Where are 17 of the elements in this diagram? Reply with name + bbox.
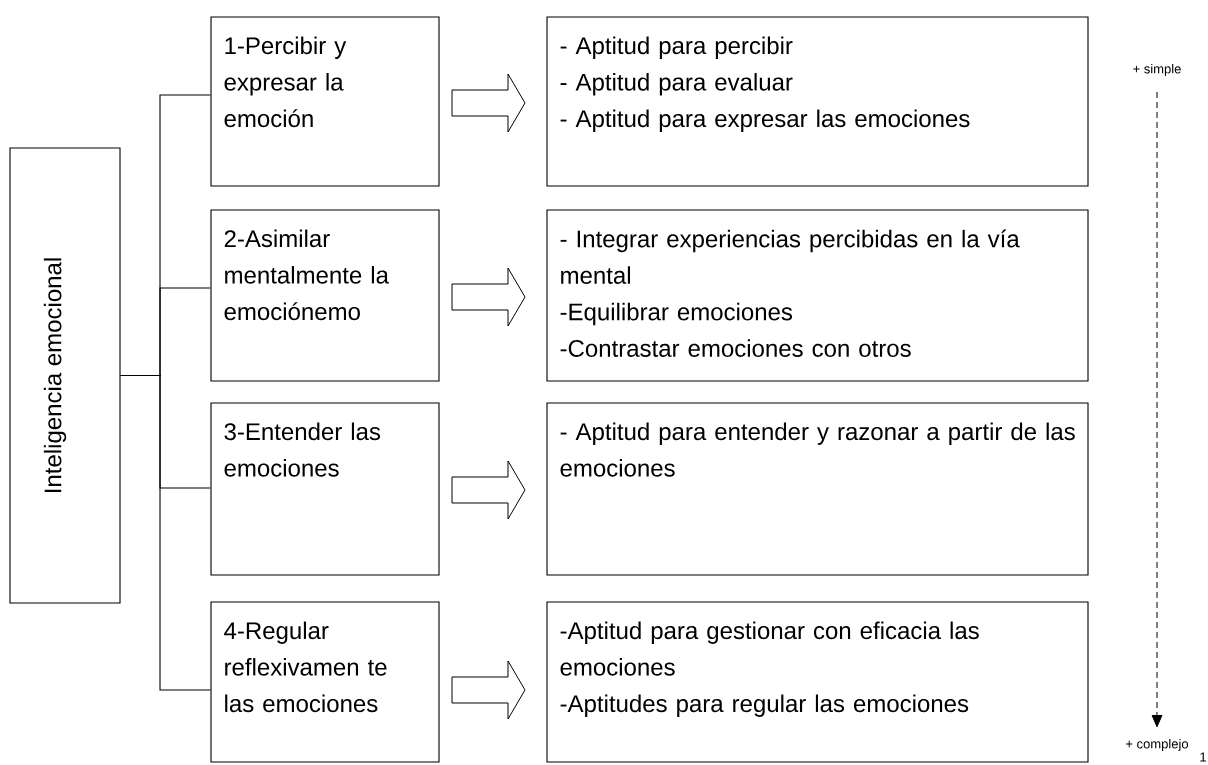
- block-arrow: [451, 460, 526, 520]
- annotation-text: + complejo: [1126, 738, 1189, 752]
- category-box: 4-Regular reflexivamen te las emociones: [210, 601, 440, 763]
- block-arrow: [451, 660, 526, 720]
- block-arrow: [451, 73, 526, 133]
- category-box: 1-Percibir y expresar la emoción: [210, 16, 440, 187]
- connector-line: [120, 374, 211, 691]
- title-box: Inteligencia emocional: [9, 147, 121, 604]
- block-arrow: [451, 267, 526, 327]
- list-box: - Integrar experiencias percibidas en la vía mental -Equilibrar emociones -Contrastar emociones con otros: [546, 209, 1089, 382]
- list-box: - Aptitud para percibir - Aptitud para evaluar - Aptitud para expresar las emociones: [546, 16, 1089, 187]
- list-box: - Aptitud para entender y razonar a partir de las emociones: [546, 402, 1089, 576]
- category-box: 2-Asimilar mentalmente la emociónemo: [210, 209, 440, 382]
- annotation-text: 1: [1200, 752, 1206, 762]
- annotation-text: + simple: [1133, 63, 1181, 77]
- list-box: -Aptitud para gestionar con eficacia las emociones -Aptitudes para regular las emociones: [546, 601, 1089, 763]
- category-box: 3-Entender las emociones: [210, 402, 440, 576]
